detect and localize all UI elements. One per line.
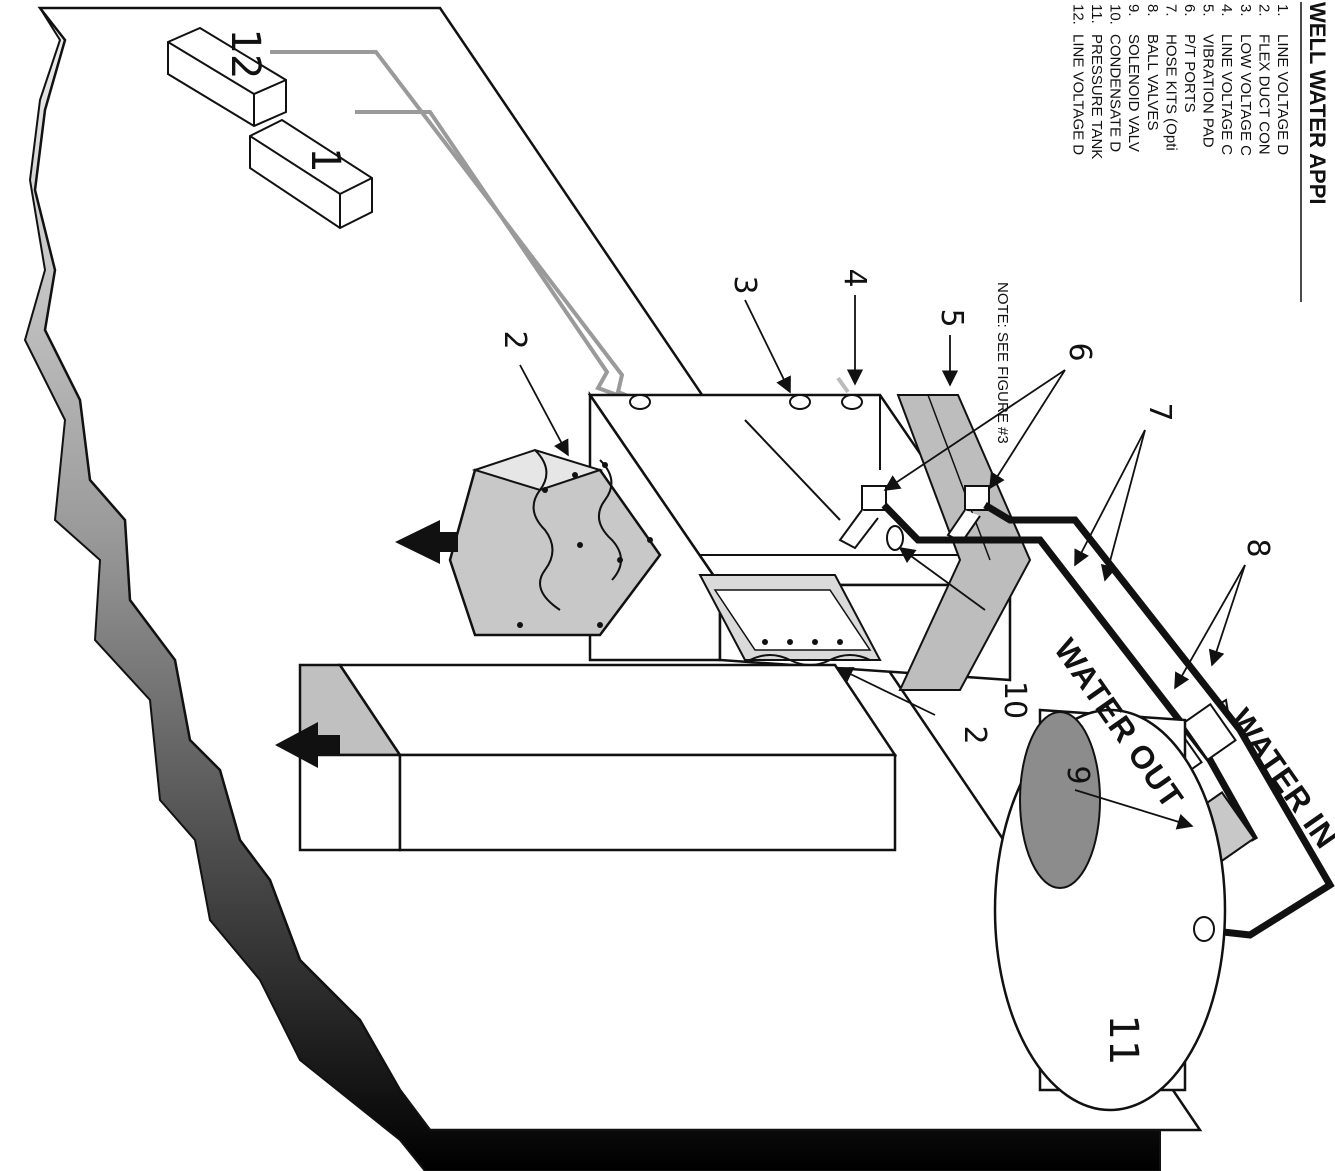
supply-duct [395,448,662,637]
legend-item-number: 4. [1218,4,1235,17]
callout-8: 8 [1240,538,1275,557]
legend-item-text: PRESSURE TANK [1088,34,1105,159]
legend-item-text: SOLENOID VALV [1125,34,1142,152]
legend-item-number: 3. [1237,4,1254,17]
legend-item-number: 5. [1200,4,1217,17]
legend-item-text: P/T PORTS [1181,34,1198,113]
callout-leaders [519,295,1246,830]
callout-4: 4 [837,268,872,287]
disconnect-1-label: 1 [302,147,348,172]
legend-title: WELL WATER APPI [1305,2,1330,204]
legend-item-number: 12. [1069,4,1086,25]
legend-item-number: 6. [1181,4,1198,17]
legend-items: 1. LINE VOLTAGE D 2. FLEX DUCT CON 3. LOW VOL… [1069,4,1291,159]
pt-port-upper [838,485,887,550]
legend-item-text: LINE VOLTAGE D [1274,34,1291,155]
ball-valve-in [1181,698,1237,762]
disconnect-box-12: 12 [167,26,287,128]
pressure-tank: 11 [993,708,1227,1112]
legend-item-text: LOW VOLTAGE C [1237,34,1254,156]
legend-item-number: 9. [1125,4,1142,17]
legend: WELL WATER APPI 1. LINE VOLTAGE D 2. FLEX D… [994,2,1330,444]
legend-item-number: 8. [1144,4,1161,17]
condensate-drain [886,525,904,551]
legend-item-number: 7. [1162,4,1179,17]
port-circle-4 [841,394,863,410]
port-circle-3 [789,394,811,410]
legend-item-text: VIBRATION PAD [1200,34,1217,148]
legend-item-number: 11. [1088,4,1105,24]
callout-9: 9 [1060,765,1095,784]
callout-7: 7 [1142,402,1177,421]
callout-6: 6 [1062,342,1097,361]
pt-port-lower [946,485,990,544]
hose-lines [881,501,1335,939]
legend-item-number: 10. [1107,4,1124,25]
legend-item-text: CONDENSATE D [1107,34,1124,152]
hose-water-out [881,502,1259,842]
callout-2-bottom: 2 [957,725,992,744]
legend-item-text: LINE VOLTAGE C [1218,34,1235,155]
callout-2-top: 2 [497,330,532,349]
flex-duct-connector-top [532,449,561,611]
pressure-tank-label: 11 [1100,1015,1146,1066]
legend-item-number: 1. [1274,4,1291,17]
callout-numbers: 2 2 3 4 5 6 7 8 9 10 [497,268,1275,784]
port-circle-1 [629,394,651,410]
legend-item-number: 2. [1255,4,1272,17]
supply-air-arrow [395,520,458,564]
legend-item-text: FLEX DUCT CON [1255,34,1272,155]
callout-5: 5 [934,308,969,327]
return-air-arrow [275,722,340,768]
return-duct [275,639,898,852]
disconnect-box-1: 1 [249,118,373,230]
legend-note: NOTE: SEE FIGURE #3 [994,282,1011,444]
legend-item-text: HOSE KITS (Opti [1162,34,1179,151]
callout-10: 10 [997,681,1032,719]
hose-water-in [983,501,1335,939]
legend-item-text: LINE VOLTAGE D [1069,34,1086,155]
callout-3: 3 [727,275,762,294]
disconnect-12-label: 12 [222,29,268,80]
legend-item-text: BALL VALVES [1144,34,1161,130]
flex-duct-connector-return [749,654,871,666]
